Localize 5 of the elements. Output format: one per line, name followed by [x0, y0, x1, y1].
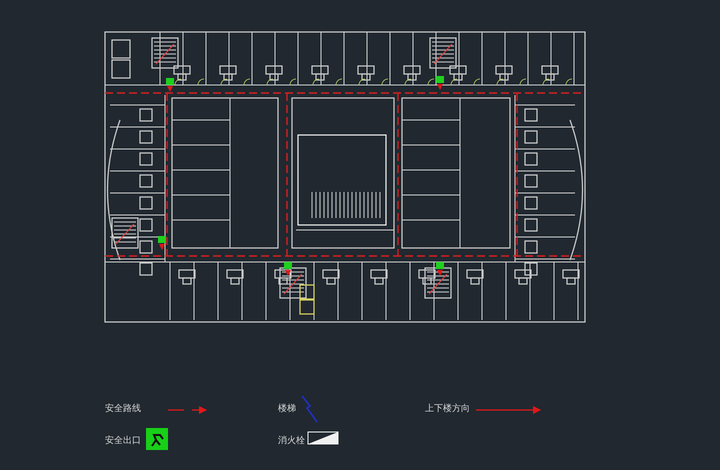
legend-label: 安全路线	[105, 404, 141, 415]
legend-label: 安全出口	[105, 436, 141, 447]
legend-label: 消火栓	[278, 436, 305, 447]
legend-label: 楼梯	[278, 404, 296, 415]
legend-label: 上下楼方向	[425, 404, 470, 415]
